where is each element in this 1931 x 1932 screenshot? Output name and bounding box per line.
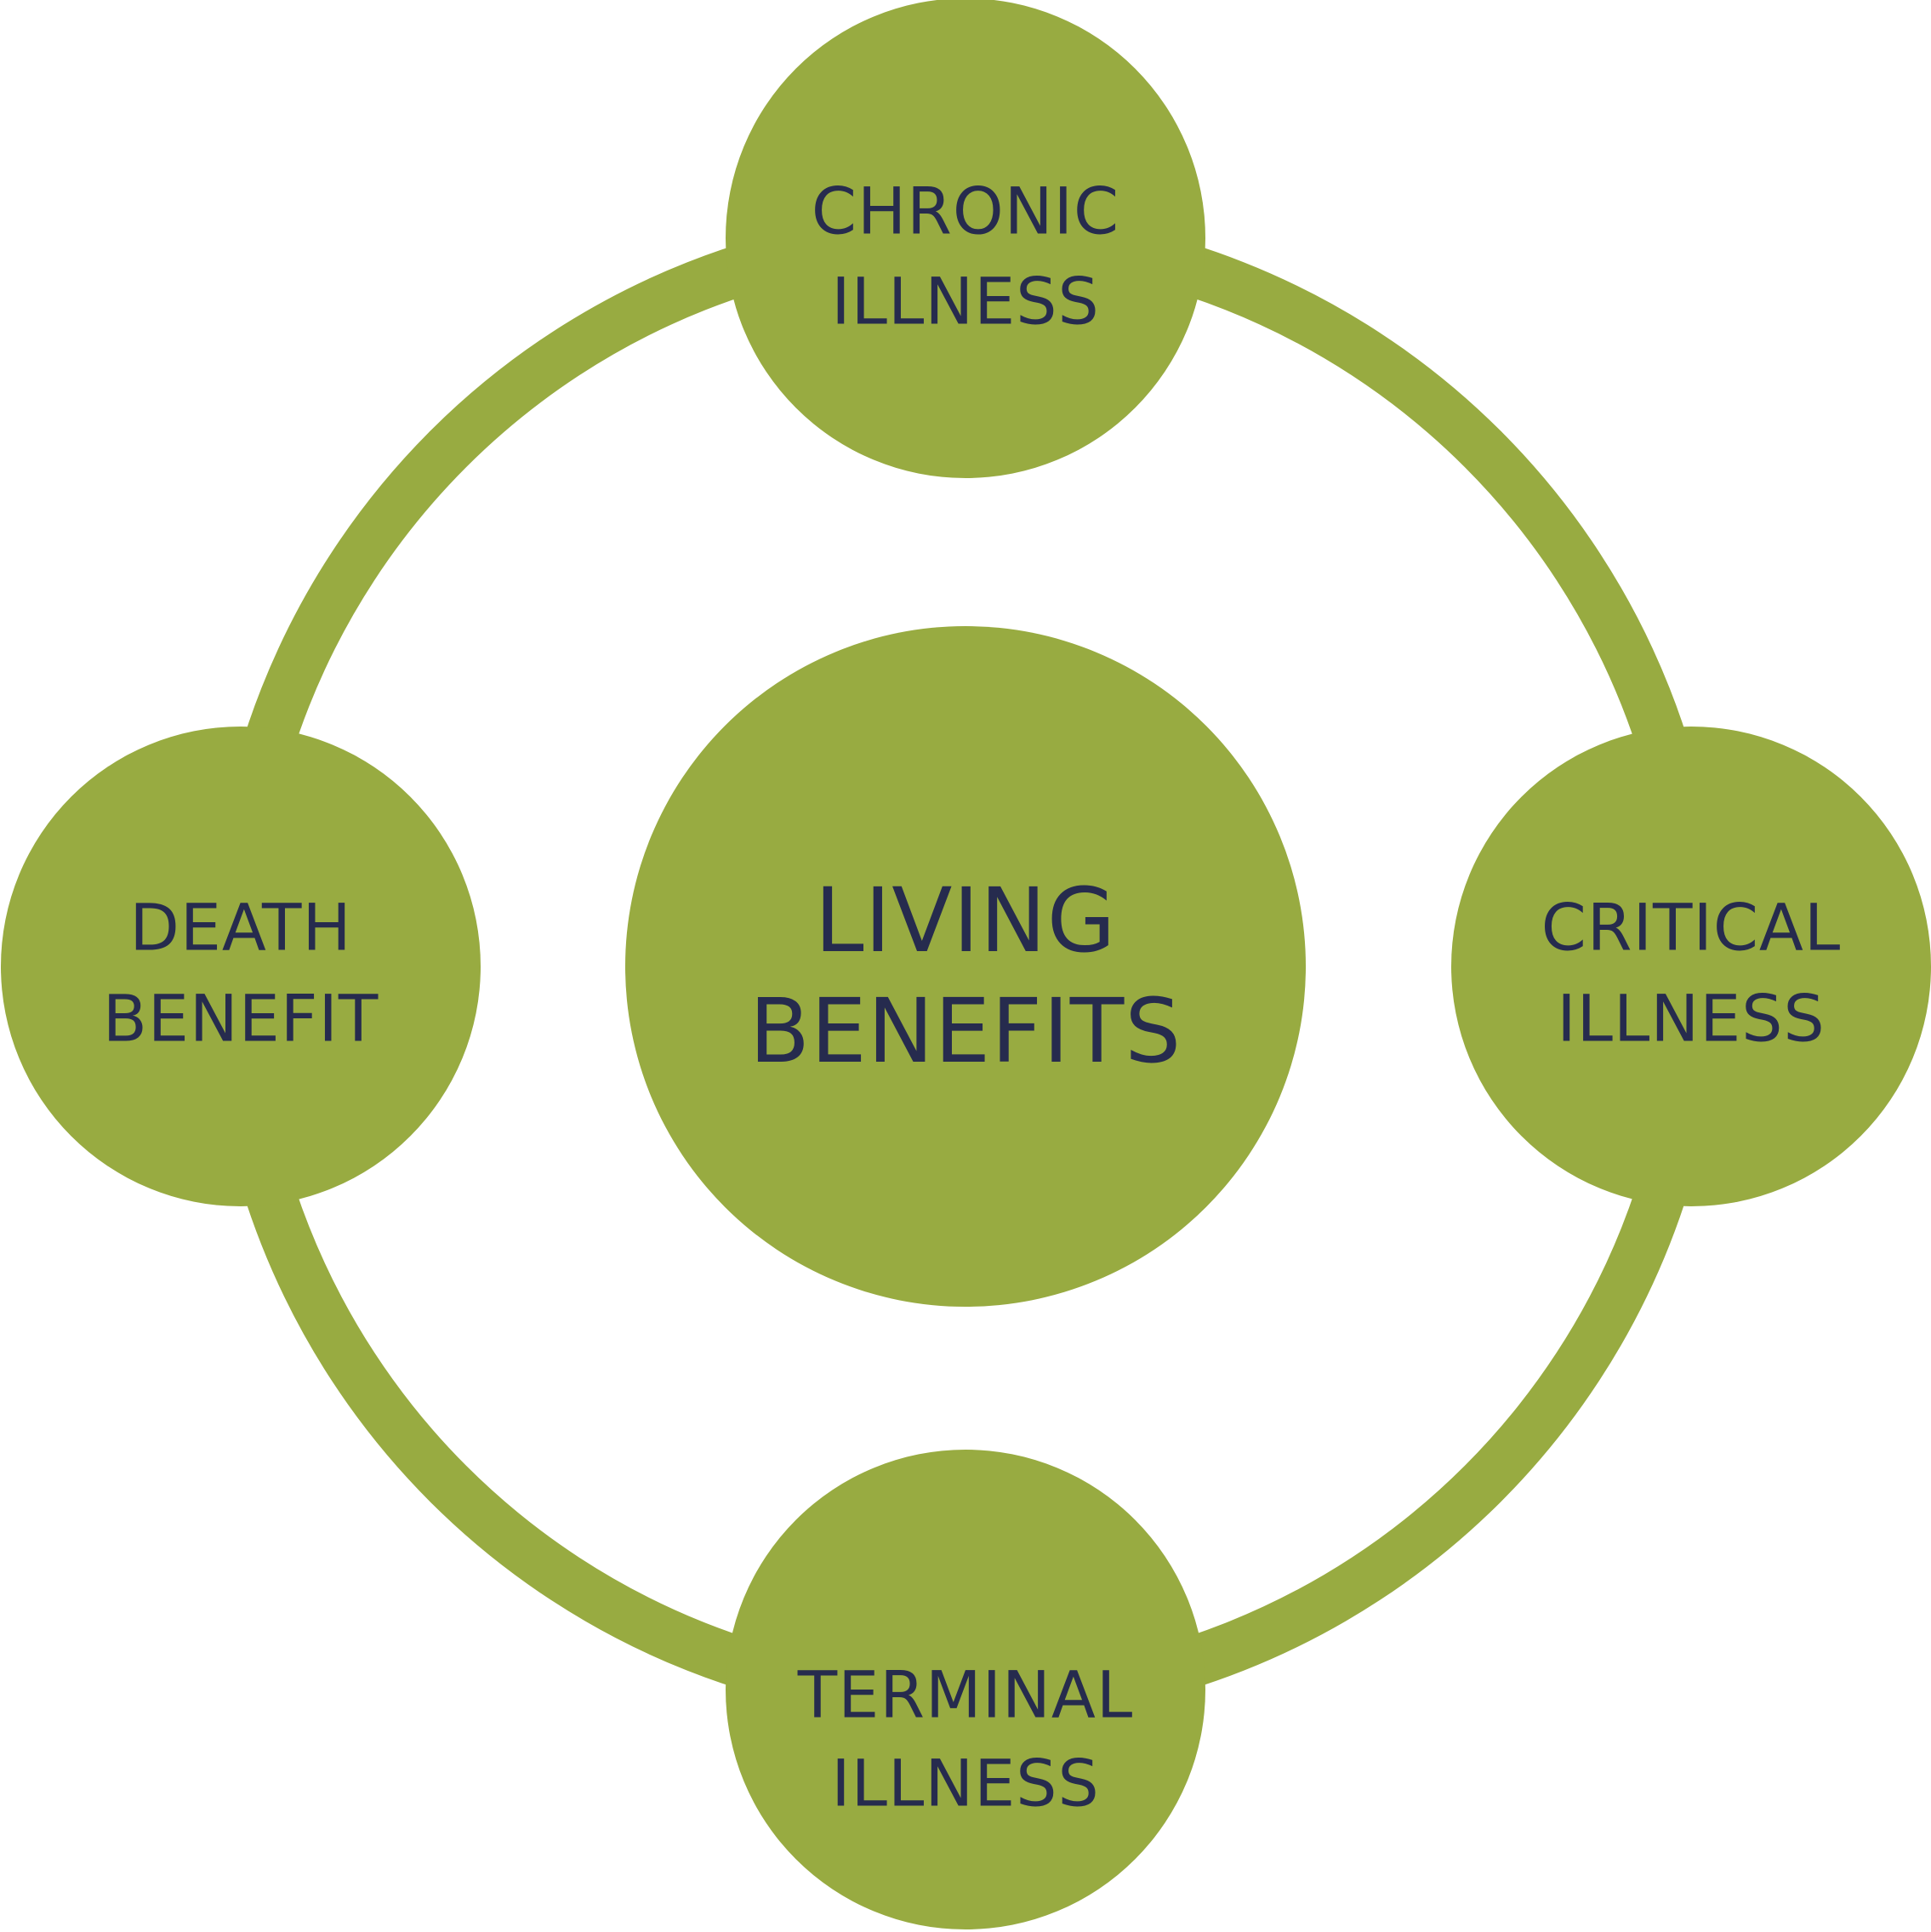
node-top-label-line1: CHRONIC <box>812 174 1119 249</box>
center-hub <box>625 626 1306 1307</box>
center-label-line2: BENEFITS <box>749 979 1182 1083</box>
node-top <box>726 0 1205 478</box>
node-bottom-label-line1: TERMINAL <box>797 1657 1133 1733</box>
node-left <box>1 727 481 1206</box>
node-right-label-line2: ILLNESS <box>1557 981 1825 1057</box>
node-bottom <box>726 1450 1205 1929</box>
node-left-label-line1: DEATH <box>129 890 351 966</box>
node-bottom-label-line2: ILLNESS <box>831 1746 1099 1821</box>
node-right-label-line1: CRITICAL <box>1541 890 1842 966</box>
center-label-line1: LIVING <box>815 869 1117 972</box>
node-left-label-line2: BENEFIT <box>103 981 379 1057</box>
node-right <box>1451 727 1931 1206</box>
node-top-label-line2: ILLNESS <box>831 264 1099 339</box>
